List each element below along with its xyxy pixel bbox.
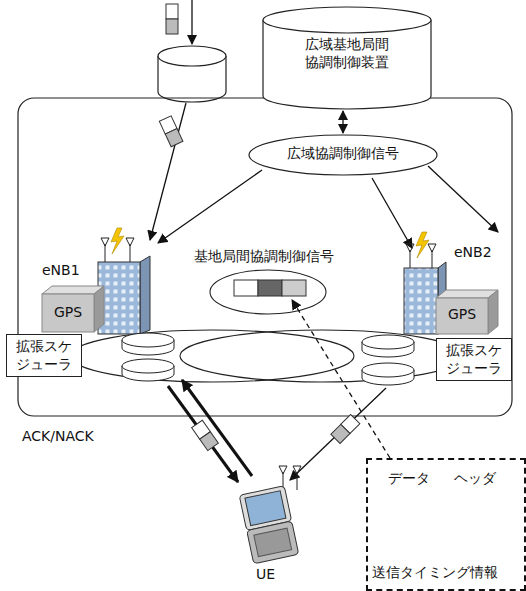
signal-label: ACK/NACK (22, 428, 94, 445)
arrow (372, 178, 412, 248)
signal-ellipse: 広域協調制御信号 (248, 134, 438, 176)
link-arrow (168, 386, 238, 482)
leader-line (292, 300, 390, 458)
packet-icon (331, 414, 360, 443)
packet-icon (159, 116, 183, 147)
station-name: eNB1 (42, 262, 80, 279)
packet-icon (192, 420, 219, 450)
arrow (428, 166, 498, 232)
station-name: eNB2 (454, 244, 492, 261)
node-text: 拡張スケジューラ (13, 338, 75, 373)
signal-packet (234, 280, 306, 296)
node-text: 広域基地局間協調制御装置 (301, 36, 393, 71)
signal-ring (210, 270, 326, 314)
arrow (191, 0, 192, 44)
connector-arrow (342, 111, 343, 133)
scheduler-box: 拡張スケジューラ (6, 334, 82, 377)
node-text: 拡張スケジューラ (443, 342, 505, 377)
packet-icon (166, 4, 178, 34)
gateway-cylinder (158, 46, 226, 102)
node-text: ヘッダ (454, 470, 496, 488)
signal-label: 基地局間協調制御信号 (194, 248, 334, 265)
detail-box: データ ヘッダ送信タイミング情報 (366, 458, 526, 591)
node-text: 広域協調制御信号 (287, 145, 399, 163)
gps-box (42, 286, 104, 332)
gps-label: GPS (448, 306, 476, 323)
coverage-ring (70, 330, 354, 382)
arrow (158, 170, 262, 243)
link-arrow (182, 380, 252, 476)
gps-box (436, 290, 498, 334)
controller-cylinder: 広域基地局間協調制御装置 (262, 6, 432, 110)
base-station (98, 228, 150, 334)
phone-icon (239, 466, 301, 564)
device-name: UE (256, 566, 275, 583)
coverage-ring (180, 330, 464, 382)
scheduler-box: 拡張スケジューラ (436, 338, 512, 381)
node-text: データ (388, 470, 430, 488)
node-text: 送信タイミング情報 (372, 564, 498, 582)
buffer-disk (122, 333, 414, 385)
gps-label: GPS (54, 304, 82, 321)
area-frame (18, 98, 512, 416)
arrow (150, 103, 186, 240)
